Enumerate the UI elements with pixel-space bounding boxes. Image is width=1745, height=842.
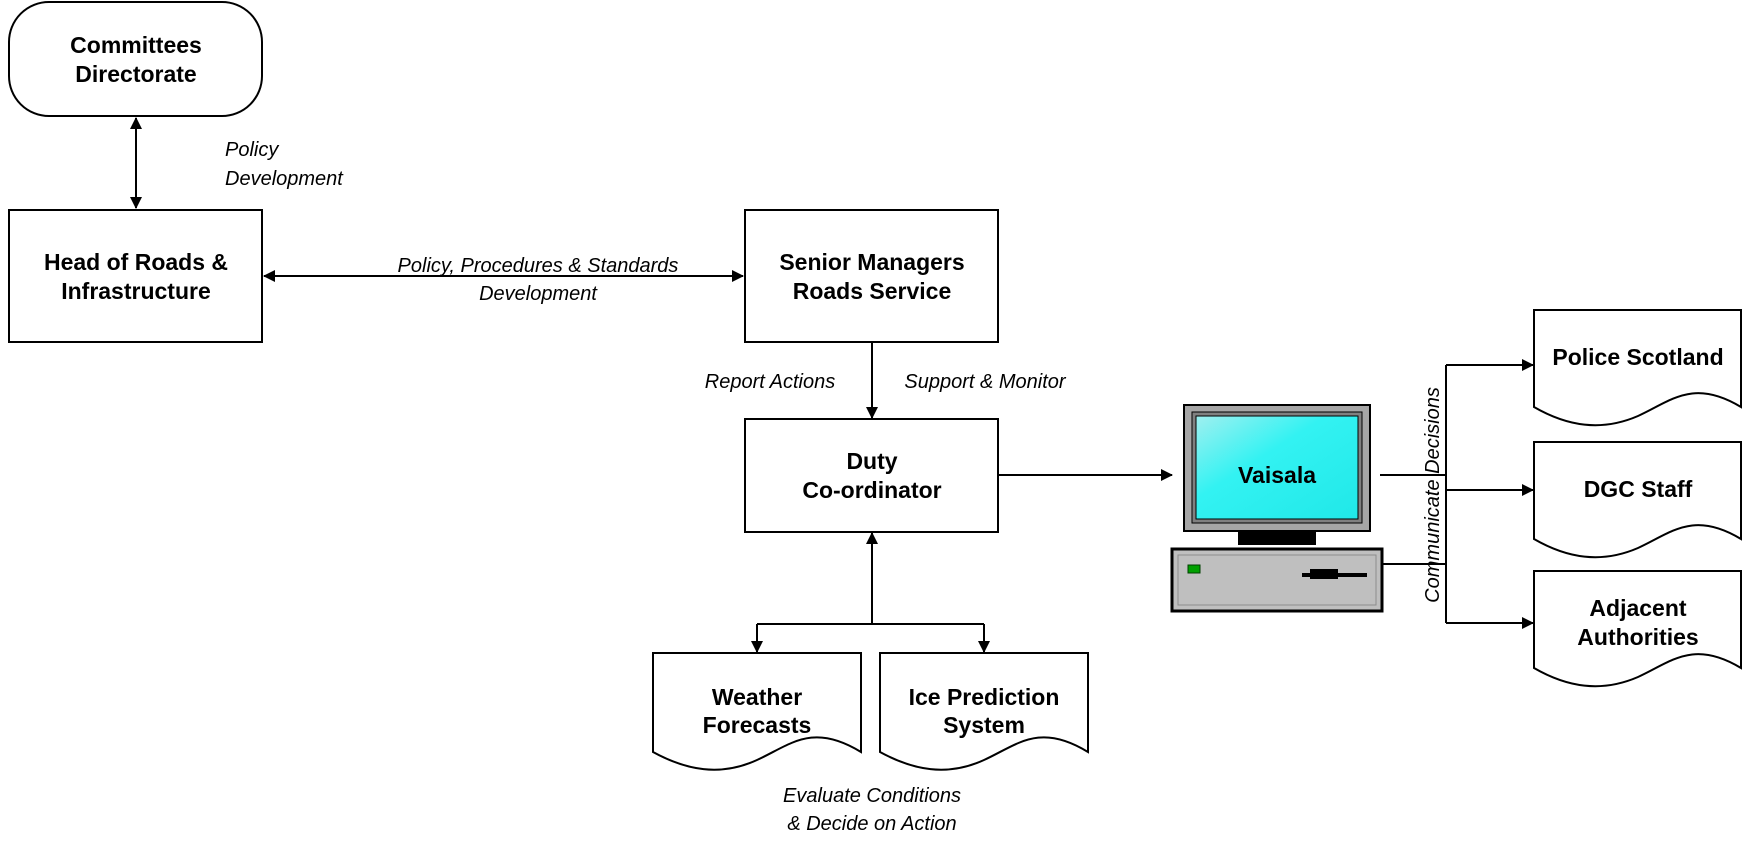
adjacent-label-1: Adjacent [1589, 595, 1686, 621]
policy-dev-label-2: Development [225, 168, 344, 190]
weather-forecasts-node: Weather Forecasts [652, 652, 862, 771]
drive-slot [1302, 573, 1367, 577]
connectors [130, 117, 1534, 653]
support-monitor-label: Support & Monitor [904, 371, 1067, 393]
ice-prediction-node: Ice Prediction System [879, 652, 1089, 771]
policy-proc-label-2: Development [479, 283, 598, 305]
dgc-label: DGC Staff [1584, 476, 1693, 502]
edge-labels: Policy Development Policy, Procedures & … [225, 139, 1444, 835]
evaluate-label-2: & Decide on Action [787, 813, 956, 835]
adjacent-label-2: Authorities [1577, 624, 1698, 650]
duty-coordinator-node: Duty Co-ordinator [744, 418, 999, 533]
adjacent-authorities-node: Adjacent Authorities [1533, 570, 1742, 688]
duty-coordinator-label-1: Duty [846, 448, 897, 474]
senior-managers-node: Senior Managers Roads Service [744, 209, 999, 343]
report-actions-label: Report Actions [705, 371, 835, 393]
computer-case [1170, 547, 1384, 613]
head-roads-label-1: Head of Roads & [44, 249, 228, 275]
ice-label-2: System [943, 712, 1025, 738]
vaisala-label: Vaisala [1238, 462, 1316, 488]
police-label: Police Scotland [1552, 344, 1723, 370]
weather-label-2: Forecasts [703, 712, 812, 738]
monitor-screen [1195, 415, 1359, 520]
senior-managers-label-1: Senior Managers [779, 249, 964, 275]
head-roads-node: Head of Roads & Infrastructure [8, 209, 263, 343]
committees-label-1: Committees [70, 32, 202, 58]
policy-dev-label-1: Policy [225, 139, 279, 161]
duty-coordinator-label-2: Co-ordinator [802, 477, 941, 503]
committees-label-2: Directorate [75, 61, 196, 87]
power-led [1187, 564, 1201, 574]
vaisala-computer: Vaisala [1170, 404, 1384, 613]
weather-label-1: Weather [712, 684, 802, 710]
monitor-stand [1238, 532, 1316, 545]
committees-node: Committees Directorate [8, 1, 263, 117]
police-scotland-node: Police Scotland [1533, 309, 1742, 427]
computer-case-inner [1177, 554, 1377, 606]
senior-managers-label-2: Roads Service [793, 278, 952, 304]
communicate-label: Communicate Decisions [1422, 387, 1444, 603]
policy-proc-label-1: Policy, Procedures & Standards [398, 255, 679, 277]
ice-label-1: Ice Prediction [909, 684, 1060, 710]
dgc-staff-node: DGC Staff [1533, 441, 1742, 559]
head-roads-label-2: Infrastructure [61, 278, 211, 304]
evaluate-label-1: Evaluate Conditions [783, 785, 961, 807]
